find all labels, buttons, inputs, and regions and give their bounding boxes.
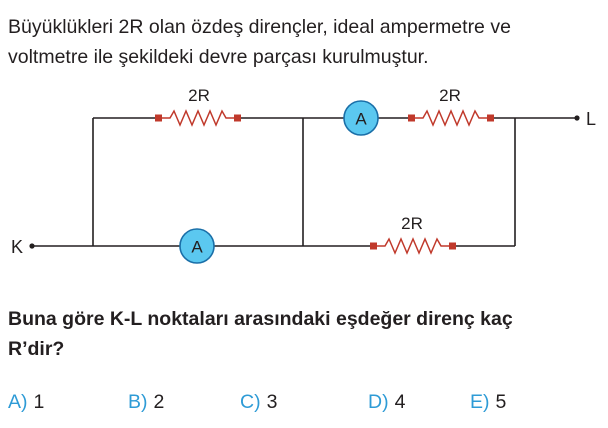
question-text: Buna göre K-L noktaları arasındaki eşdeğ…: [8, 304, 604, 364]
option-e-value: 5: [495, 391, 507, 413]
option-c-value: 3: [266, 391, 278, 413]
ammeter-top: A: [343, 100, 379, 136]
resistor-bottom-right-label: 2R: [401, 214, 423, 233]
option-a[interactable]: A)1: [8, 391, 44, 414]
ammeter-bottom-label: A: [191, 238, 203, 257]
resistor-top-left-label: 2R: [188, 86, 210, 105]
option-b-letter: B): [128, 391, 148, 413]
terminal-l-label: L: [586, 109, 596, 129]
option-d-value: 4: [394, 391, 406, 413]
option-d-letter: D): [368, 391, 389, 413]
terminal-k-label: K: [11, 237, 23, 257]
option-a-letter: A): [8, 391, 28, 413]
resistor-top-right: [408, 109, 494, 127]
problem-statement-line-2: voltmetre ile şekildeki devre parçası ku…: [8, 46, 429, 68]
option-d[interactable]: D)4: [368, 391, 405, 414]
terminal-k-dot: [29, 243, 35, 249]
question-line-1: Buna göre K-L noktaları arasındaki eşdeğ…: [8, 308, 513, 330]
terminal-l-dot: [574, 115, 580, 121]
option-e-letter: E): [470, 391, 490, 413]
option-a-value: 1: [33, 391, 45, 413]
circuit-wires: [33, 117, 576, 247]
problem-statement-line-1: Büyüklükleri 2R olan özdeş dirençler, id…: [8, 16, 511, 38]
ammeter-top-label: A: [355, 110, 367, 129]
question-line-2: R’dir?: [8, 338, 65, 360]
circuit-diagram: 2R 2R 2R A A K L: [11, 86, 596, 264]
answer-options: A)1 B)2 C)3 D)4 E)5: [0, 391, 608, 421]
resistor-top-left: [155, 109, 241, 127]
resistor-bottom-right: [370, 237, 456, 255]
ammeter-bottom: A: [179, 228, 215, 264]
option-e[interactable]: E)5: [470, 391, 506, 414]
option-b[interactable]: B)2: [128, 391, 164, 414]
option-c-letter: C): [240, 391, 261, 413]
problem-statement: Büyüklükleri 2R olan özdeş dirençler, id…: [8, 12, 604, 72]
option-b-value: 2: [153, 391, 165, 413]
option-c[interactable]: C)3: [240, 391, 277, 414]
resistor-top-right-label: 2R: [439, 86, 461, 105]
